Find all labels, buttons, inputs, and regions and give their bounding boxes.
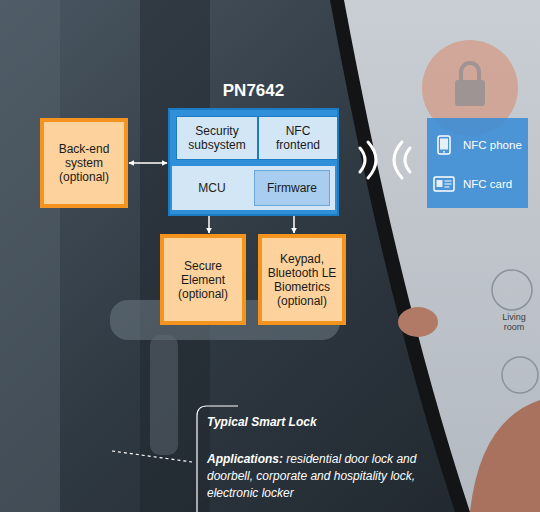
note-text: Applications: xyxy=(207,452,283,466)
device-label: NFC phone xyxy=(463,139,522,151)
mcu-label: MCU xyxy=(175,181,249,195)
box-label: Security subsystem xyxy=(180,124,254,152)
optional-block: Secure Element (optional) xyxy=(160,234,246,325)
box-label: Secure Element (optional) xyxy=(167,259,239,301)
connector-arrow xyxy=(129,162,167,164)
subsystem-box: Firmware xyxy=(254,170,330,206)
box-label: Firmware xyxy=(267,181,317,195)
chip-block: PN7642Security subsystem NFC frontendMCU F… xyxy=(168,78,339,216)
applications-note: Applications: residential door lock and … xyxy=(207,451,417,502)
optional-block: Back-end system (optional) xyxy=(40,118,128,208)
subsystem-box: NFC frontend xyxy=(258,116,338,160)
device-label: NFC card xyxy=(463,178,512,190)
card-icon xyxy=(433,176,455,192)
phone-icon xyxy=(437,135,451,155)
device-row: NFC card xyxy=(433,176,522,192)
note-text: Living room xyxy=(494,312,534,332)
device-icon xyxy=(433,176,455,192)
note-text: Typical Smart Lock xyxy=(207,415,317,429)
subsystem-box: Security subsystem xyxy=(176,116,258,160)
box-label: Keypad, Bluetooth LE Biometrics (optiona… xyxy=(265,252,339,308)
chip-title: PN7642 xyxy=(168,80,339,102)
mcu-band: MCU Firmware xyxy=(172,166,335,210)
nfc-device-box: NFC phoneNFC card xyxy=(427,118,528,208)
box-label: Back-end system (optional) xyxy=(47,142,121,184)
device-row: NFC phone xyxy=(433,135,522,155)
box-label: NFC frontend xyxy=(262,124,334,152)
optional-block: Keypad, Bluetooth LE Biometrics (optiona… xyxy=(258,234,346,325)
device-icon xyxy=(433,135,455,155)
